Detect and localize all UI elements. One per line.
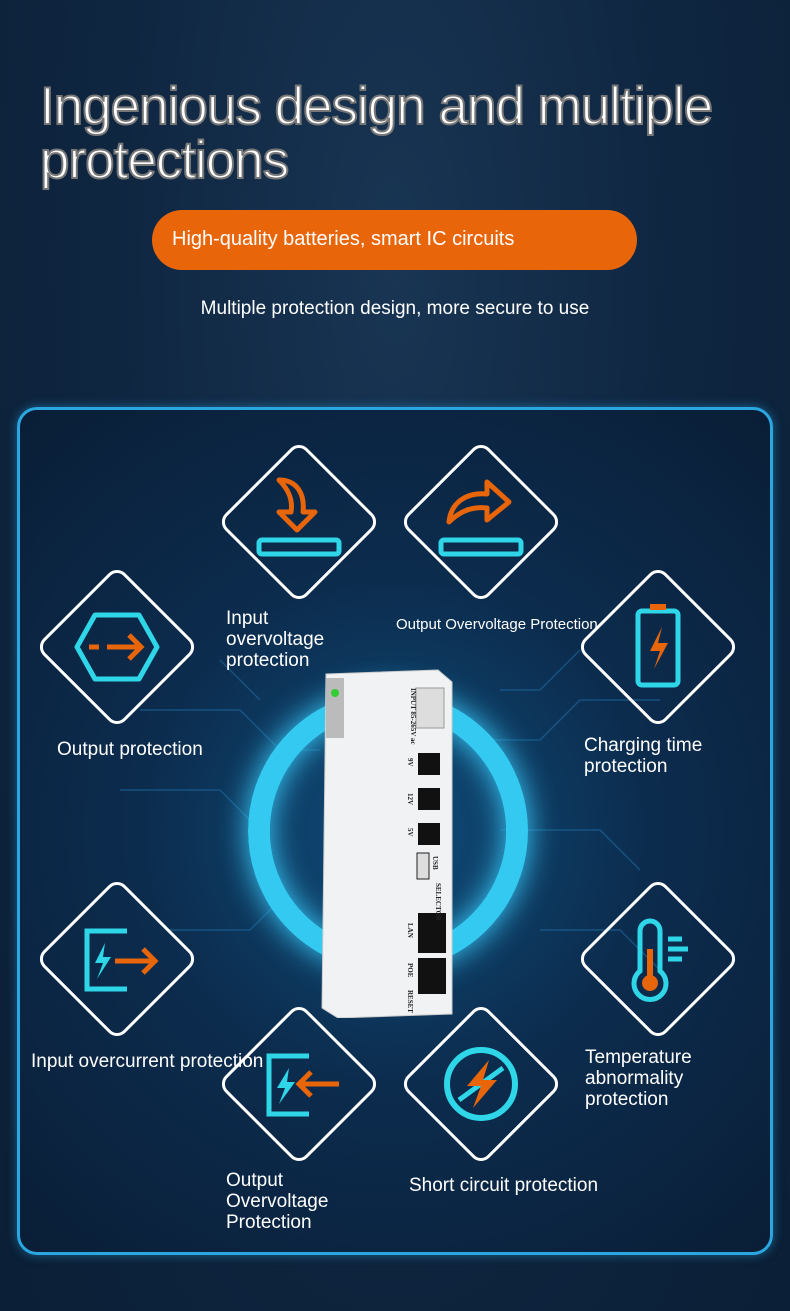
svg-text:12V: 12V — [406, 793, 414, 805]
svg-text:INPUT 85-265V ac: INPUT 85-265V ac — [409, 688, 417, 745]
label-input-overcurrent: Input overcurrent protection — [31, 1051, 264, 1072]
hexagon-arrow-right-icon — [74, 612, 160, 682]
svg-text:LAN: LAN — [406, 923, 414, 938]
label-input-overvoltage: Input overvoltage protection — [226, 608, 325, 671]
power-supply-device-image: INPUT 85-265V ac 9V 12V 5V USB SELECTOR … — [321, 669, 453, 1018]
thermometer-icon — [631, 918, 688, 1002]
label-short-circuit: Short circuit protection — [409, 1175, 599, 1196]
svg-text:USB: USB — [431, 856, 439, 870]
label-output-protection: Output protection — [57, 739, 203, 760]
label-output-overvoltage: Output Overvoltage Protection — [396, 616, 598, 633]
bolt-arrow-out-icon — [84, 928, 159, 992]
arrow-down-into-tray-icon — [256, 477, 342, 557]
svg-text:SELECTOR: SELECTOR — [434, 883, 442, 922]
svg-text:POE: POE — [406, 963, 414, 978]
svg-text:RESET: RESET — [406, 990, 414, 1013]
subtitle: Multiple protection design, more secure … — [200, 298, 590, 319]
label-charging-time: Charging time protection — [584, 735, 703, 777]
svg-text:9V: 9V — [406, 758, 414, 767]
svg-text:5V: 5V — [406, 828, 414, 837]
circuit-background — [120, 649, 661, 971]
bolt-arrow-in-icon — [266, 1053, 339, 1117]
page-title: Ingenious design and multiple protection… — [39, 77, 714, 190]
arrow-up-out-of-tray-icon — [438, 479, 524, 557]
label-temperature: Temperature abnormality protection — [585, 1047, 692, 1110]
feature-badge: High-quality batteries, smart IC circuit… — [152, 210, 637, 270]
label-output-overvoltage-2: Output Overvoltage Protection — [226, 1170, 329, 1233]
battery-bolt-icon — [635, 604, 681, 688]
bolt-circle-icon — [444, 1047, 518, 1121]
